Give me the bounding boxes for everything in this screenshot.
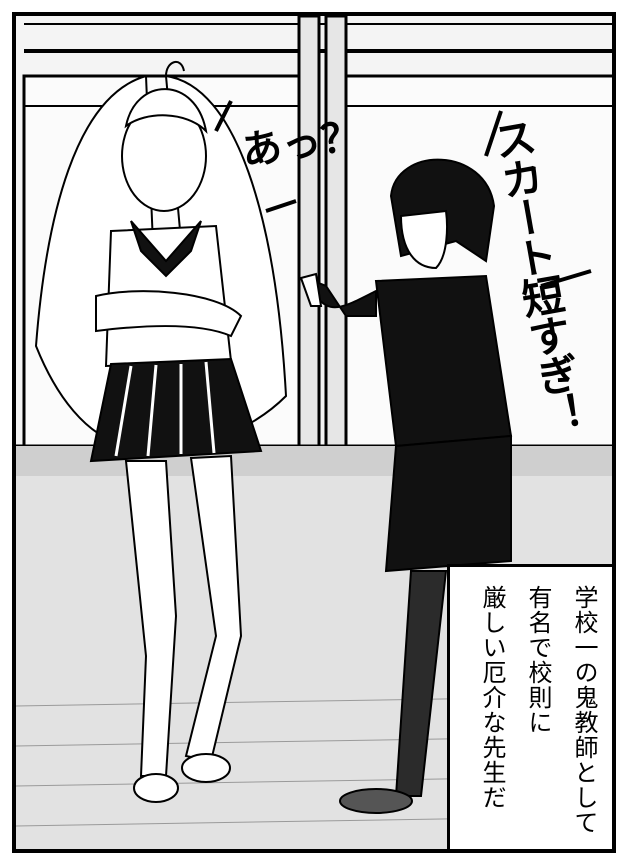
caption-line-3: 厳しい厄介な先生だ — [478, 585, 506, 810]
caption-line-1: 学校一の鬼教師として — [570, 585, 598, 835]
emphasis-strokes — [214, 100, 592, 288]
narration-caption-box: 学校一の鬼教師として 有名で校則に 厳しい厄介な先生だ — [447, 564, 612, 849]
manga-panel: あっ？ スカート短すぎ！ 学校一の鬼教師として 有名で校則に 厳しい厄介な先生だ — [12, 12, 616, 853]
student-girl — [34, 61, 288, 803]
caption-line-2: 有名で校則に — [524, 585, 552, 735]
